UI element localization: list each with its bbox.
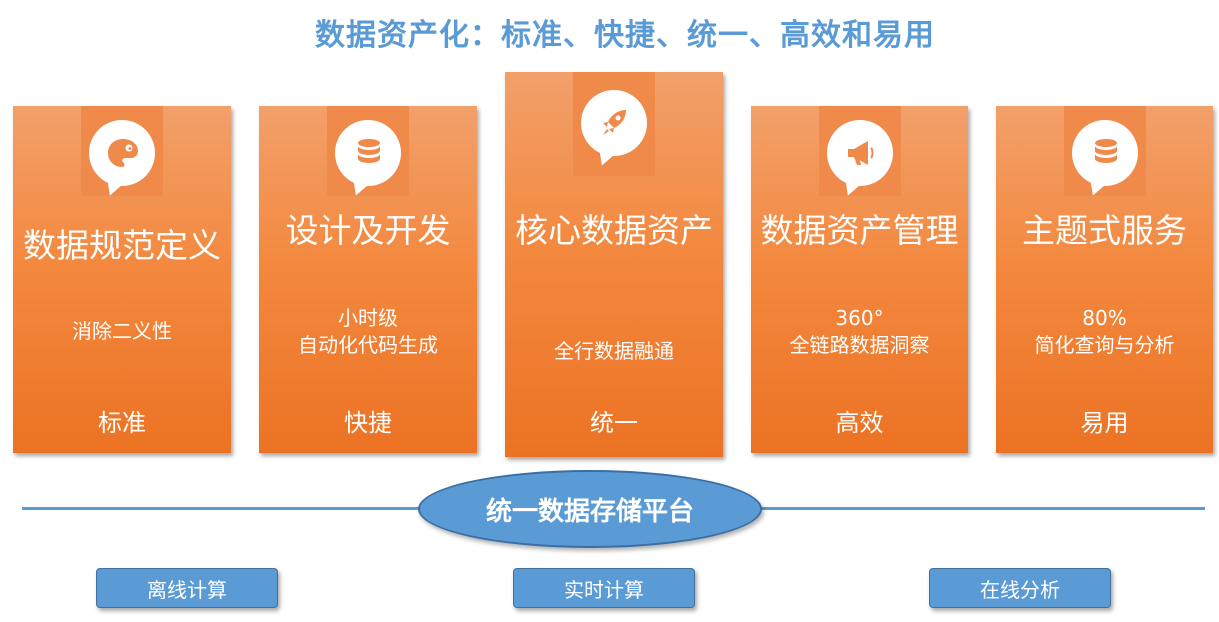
card-title: 数据资产管理: [760, 211, 959, 250]
palette-icon: [89, 120, 155, 186]
card-title: 数据规范定义: [23, 226, 221, 265]
card-easy: 主题式服务 80% 简化查询与分析 易用: [996, 106, 1213, 453]
icon-tile: [818, 106, 901, 196]
card-title: 主题式服务: [1022, 211, 1187, 250]
card-unified: 核心数据资产 全行数据融通 统一: [505, 72, 723, 457]
icon-tile: [573, 72, 655, 176]
platform-ellipse: 统一数据存储平台: [418, 470, 762, 548]
card-title: 设计及开发: [285, 211, 451, 250]
card-desc: 360° 全链路数据洞察: [789, 306, 930, 357]
card-standard: 数据规范定义 消除二义性 标准: [13, 106, 231, 453]
card-desc: 消除二义性: [72, 319, 172, 343]
card-fast: 设计及开发 小时级 自动化代码生成 快捷: [259, 106, 477, 453]
icon-tile: [1063, 106, 1146, 196]
card-desc: 80% 简化查询与分析: [1034, 306, 1175, 357]
page-title: 数据资产化：标准、快捷、统一、高效和易用: [315, 18, 935, 53]
card-desc: 全行数据融通: [554, 339, 674, 363]
compute-realtime: 实时计算: [513, 568, 695, 608]
card-tag: 易用: [1080, 409, 1129, 437]
database-icon: [335, 120, 401, 186]
compute-online: 在线分析: [929, 568, 1111, 608]
card-tag: 快捷: [344, 409, 392, 437]
card-tag: 标准: [98, 409, 146, 437]
card-efficient: 数据资产管理 360° 全链路数据洞察 高效: [751, 106, 968, 453]
icon-tile: [81, 106, 163, 196]
card-title: 核心数据资产: [515, 211, 713, 250]
card-tag: 高效: [835, 409, 884, 437]
icon-tile: [327, 106, 409, 196]
database-icon: [1071, 120, 1138, 186]
rocket-icon: [581, 90, 647, 156]
compute-offline: 离线计算: [96, 568, 278, 608]
megaphone-icon: [826, 120, 893, 186]
card-desc: 小时级 自动化代码生成: [298, 306, 438, 357]
card-tag: 统一: [590, 409, 638, 437]
